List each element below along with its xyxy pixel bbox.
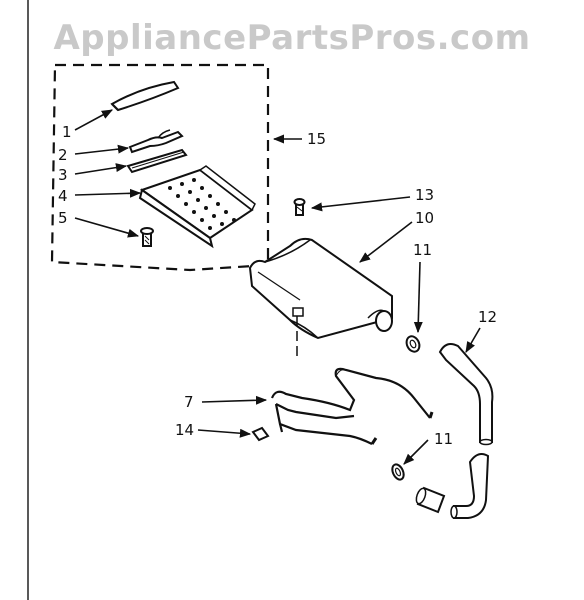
part-10-housing	[248, 237, 393, 360]
part-13-screw	[293, 198, 306, 216]
part-3-bar	[126, 148, 188, 174]
part-2-spring	[128, 129, 184, 154]
watermark-text: AppliancePartsPros.com	[53, 18, 531, 58]
callout-13: 13	[415, 186, 434, 204]
callout-14: 14	[175, 421, 194, 439]
part-11-grommet-bottom	[391, 463, 405, 481]
callout-7: 7	[184, 393, 194, 411]
leader-lines	[74, 109, 481, 465]
part-14-clip	[251, 426, 270, 442]
hose-fitting	[415, 486, 446, 514]
callout-5: 5	[58, 209, 68, 227]
part-7-wire-heater	[270, 367, 434, 445]
callout-1: 1	[62, 123, 72, 141]
callout-11-top: 11	[413, 241, 432, 259]
callout-15: 15	[307, 130, 326, 148]
part-5-screw	[140, 227, 154, 247]
part-11-grommet-top	[405, 335, 421, 353]
part-4-grille-tray	[138, 165, 256, 249]
callout-2: 2	[58, 146, 68, 164]
callout-4: 4	[58, 187, 68, 205]
assembly-15-dashed-box	[50, 63, 270, 272]
part-12-hose	[438, 343, 494, 519]
callout-10: 10	[415, 209, 434, 227]
callout-3: 3	[58, 166, 68, 184]
callout-12: 12	[478, 308, 497, 326]
callout-11-bottom: 11	[434, 430, 453, 448]
part-1-cap	[110, 80, 180, 112]
